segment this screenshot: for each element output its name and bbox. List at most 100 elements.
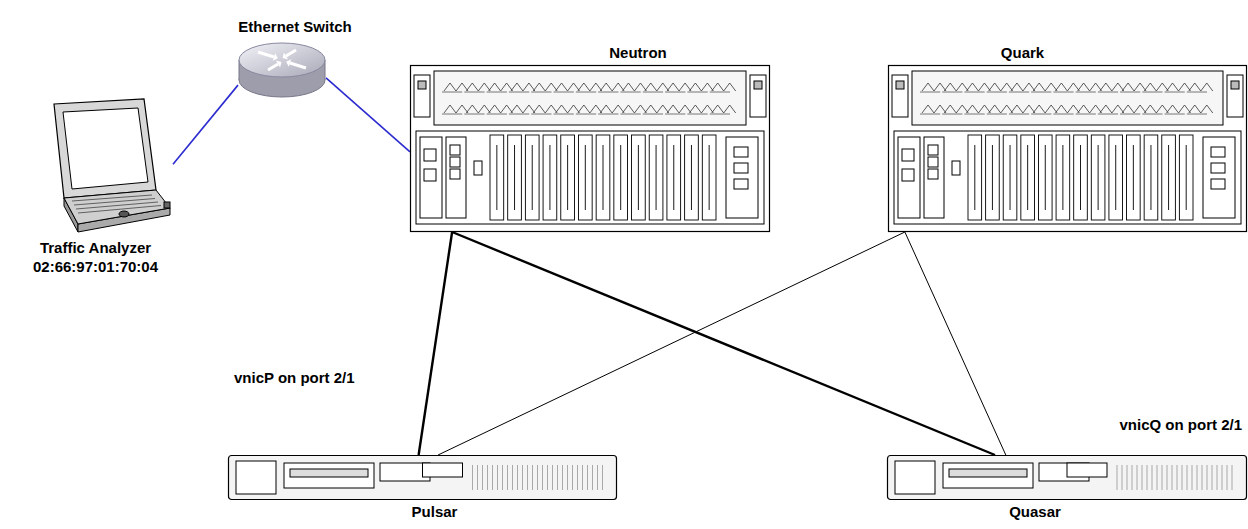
fan-unit <box>1122 105 1146 113</box>
fan-tray <box>434 71 746 125</box>
line-card <box>667 135 681 220</box>
vent-slot <box>1217 465 1218 490</box>
fan-rail <box>710 114 730 115</box>
fan-rail <box>1120 114 1140 115</box>
fan-rail <box>987 92 1007 93</box>
fan-rail <box>620 92 640 93</box>
fan-unit <box>1122 83 1146 91</box>
device-label: Neutron <box>609 43 667 62</box>
fan-rail <box>531 92 551 93</box>
device-label: Quasar <box>1009 502 1061 521</box>
switch-arrowhead <box>286 59 291 67</box>
io-port <box>952 161 960 175</box>
device-illustration <box>887 455 1247 500</box>
fan-rail <box>598 114 618 115</box>
fan-unit <box>489 83 513 91</box>
server-chassis <box>229 456 617 500</box>
device-label: Ethernet Switch <box>238 17 351 36</box>
vent-slot <box>1172 465 1173 490</box>
card-handle <box>1027 145 1028 210</box>
device-label: 02:66:97:01:70:04 <box>33 257 158 276</box>
switch-arrowhead <box>273 53 278 61</box>
fan-rail <box>1142 114 1162 115</box>
laptop-base <box>64 190 170 224</box>
fan-unit <box>1100 83 1124 91</box>
right-port <box>1211 179 1225 189</box>
line-card <box>702 135 716 220</box>
fan-rail <box>687 114 707 115</box>
vent-slot <box>577 465 578 490</box>
fan-unit <box>1189 105 1213 113</box>
fan-rail <box>1187 114 1207 115</box>
vent-slot <box>482 465 483 490</box>
fan-unit <box>1100 105 1124 113</box>
card-cage <box>894 131 1241 224</box>
keyboard-row <box>76 202 158 209</box>
line-card <box>632 135 646 220</box>
fan-rail <box>665 114 685 115</box>
vent-slot <box>1207 465 1208 490</box>
io-module <box>924 137 944 218</box>
device-node: Neutron <box>410 65 770 232</box>
device-illustration <box>228 455 617 500</box>
fan-unit <box>1033 105 1057 113</box>
card-handle <box>1115 145 1116 210</box>
mgmt-port <box>902 169 914 181</box>
laptop-port <box>164 202 170 208</box>
fan-rail <box>1120 92 1140 93</box>
line-card <box>1091 135 1105 220</box>
vent-slot <box>592 465 593 490</box>
io-port <box>474 161 482 175</box>
right-port <box>1211 163 1225 173</box>
power-switch <box>1231 81 1239 89</box>
power-switch <box>418 81 426 89</box>
right-port <box>734 163 748 173</box>
network-link <box>905 232 1006 455</box>
fan-unit <box>489 105 513 113</box>
right-port <box>734 179 748 189</box>
mgmt-port <box>902 149 914 161</box>
fan-unit <box>622 105 646 113</box>
fan-unit <box>667 83 691 91</box>
card-handle <box>603 145 604 210</box>
fan-unit <box>533 105 557 113</box>
vent-slot <box>572 465 573 490</box>
vent-slot <box>497 465 498 490</box>
card-handle <box>638 145 639 210</box>
label-holder: Quark <box>1001 43 1044 62</box>
control-panel <box>1067 463 1107 477</box>
fan-rail <box>531 114 551 115</box>
vent-slot <box>1187 465 1188 490</box>
line-card <box>525 135 539 220</box>
line-card <box>1127 135 1141 220</box>
fan-rail <box>509 114 529 115</box>
vent-slot <box>1127 465 1128 490</box>
vent-slot <box>542 465 543 490</box>
server-chassis <box>888 456 1247 500</box>
vent-slot <box>547 465 548 490</box>
fan-unit <box>1144 83 1168 91</box>
line-card <box>986 135 1000 220</box>
fan-unit <box>944 105 968 113</box>
fan-unit <box>966 105 990 113</box>
power-module <box>750 75 766 117</box>
fan-unit <box>556 83 580 91</box>
fan-unit <box>689 83 713 91</box>
fan-unit <box>600 83 624 91</box>
line-card <box>1021 135 1035 220</box>
fan-rail <box>1076 114 1096 115</box>
device-illustration <box>410 65 770 232</box>
label-holder: Ethernet Switch <box>238 17 351 36</box>
card-handle <box>1168 145 1169 210</box>
fan-rail <box>1031 114 1051 115</box>
line-card <box>508 135 522 220</box>
drive-slot <box>290 469 368 477</box>
vent-slot <box>1222 465 1223 490</box>
vent-slot <box>1197 465 1198 490</box>
switch-arrow <box>268 64 278 70</box>
device-node: Pulsar <box>228 455 617 500</box>
card-handle <box>1098 145 1099 210</box>
fan-rail <box>1098 92 1118 93</box>
io-port <box>928 145 938 155</box>
vent-slot <box>537 465 538 490</box>
